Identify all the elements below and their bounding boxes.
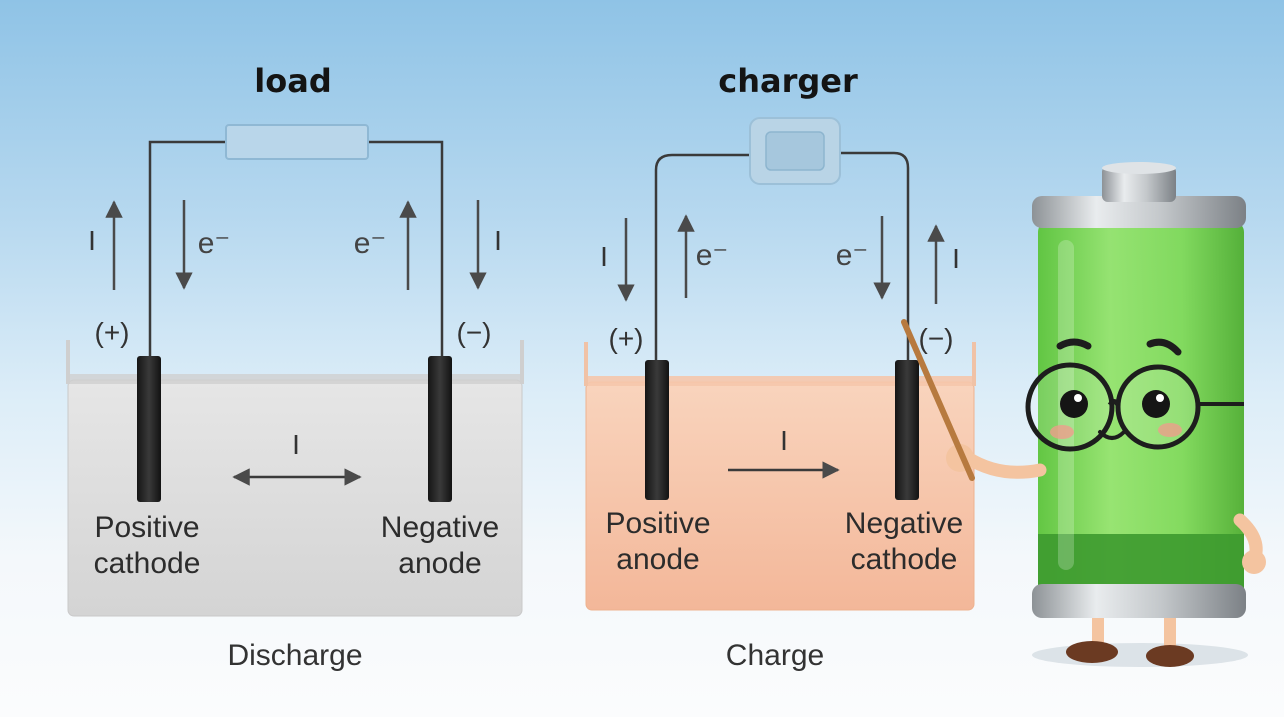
discharge-cell: [66, 124, 524, 617]
charge-left-electrode-line1: Positive: [605, 507, 711, 540]
charge-left-electrode: [645, 360, 669, 500]
discharge-left-electrode-label: Positive cathode: [94, 510, 201, 582]
mascot-charge-fill: [1038, 534, 1244, 590]
discharge-left-electrode-line2: cathode: [93, 547, 201, 580]
discharge-wire: [148, 140, 228, 356]
mascot-battery-body: [1038, 222, 1244, 598]
discharge-right-electrode-label: Negative anode: [381, 510, 499, 582]
charge-wire: [654, 153, 752, 360]
battery-mascot-icon: [946, 162, 1266, 667]
charge-charger-title: charger: [718, 62, 858, 100]
discharge-internal-current-label: I: [292, 429, 300, 460]
charge-electron-label-left: e⁻: [695, 239, 729, 272]
charge-electron-label-right: e⁻: [835, 239, 869, 272]
charge-right-electrode-line2: cathode: [850, 543, 958, 576]
charge-internal-current-label: I: [780, 425, 788, 456]
discharge-load-title: load: [254, 62, 332, 100]
discharge-right-electrode: [428, 356, 452, 502]
discharge-right-electrode-line1: Negative: [380, 511, 500, 544]
charge-left-electrode-line2: anode: [616, 543, 700, 576]
charge-current-label-left: I: [600, 241, 608, 272]
charge-caption: Charge: [725, 639, 825, 672]
discharge-right-electrode-line2: anode: [398, 547, 482, 580]
discharge-current-label-right: I: [494, 225, 502, 256]
discharge-minus-terminal: (−): [456, 317, 492, 348]
charge-right-electrode-label: Negative cathode: [845, 506, 963, 578]
discharge-plus-terminal: (+): [94, 317, 130, 348]
charge-cell: [584, 117, 976, 611]
discharge-current-label-left: I: [88, 225, 96, 256]
mascot-bottom-cap: [1032, 584, 1246, 618]
mascot-top-cap: [1032, 196, 1246, 228]
discharge-left-electrode-line1: Positive: [94, 511, 200, 544]
discharge-left-electrode: [137, 356, 161, 502]
discharge-caption: Discharge: [227, 639, 363, 672]
charge-left-electrode-label: Positive anode: [605, 506, 710, 578]
charge-current-label-right: I: [952, 243, 960, 274]
charge-right-electrode-line1: Negative: [844, 507, 964, 540]
discharge-electron-label-right: e⁻: [353, 227, 387, 260]
mascot-left-shoe: [1066, 641, 1118, 663]
pointer-stick-icon: [901, 319, 975, 481]
load-resistor: [225, 124, 369, 160]
discharge-electron-label-left: e⁻: [197, 227, 231, 260]
charge-right-electrode: [895, 360, 919, 500]
mascot-right-shoe: [1146, 645, 1194, 667]
charge-plus-terminal: (+): [608, 323, 644, 354]
charge-minus-terminal: (−): [918, 323, 954, 354]
